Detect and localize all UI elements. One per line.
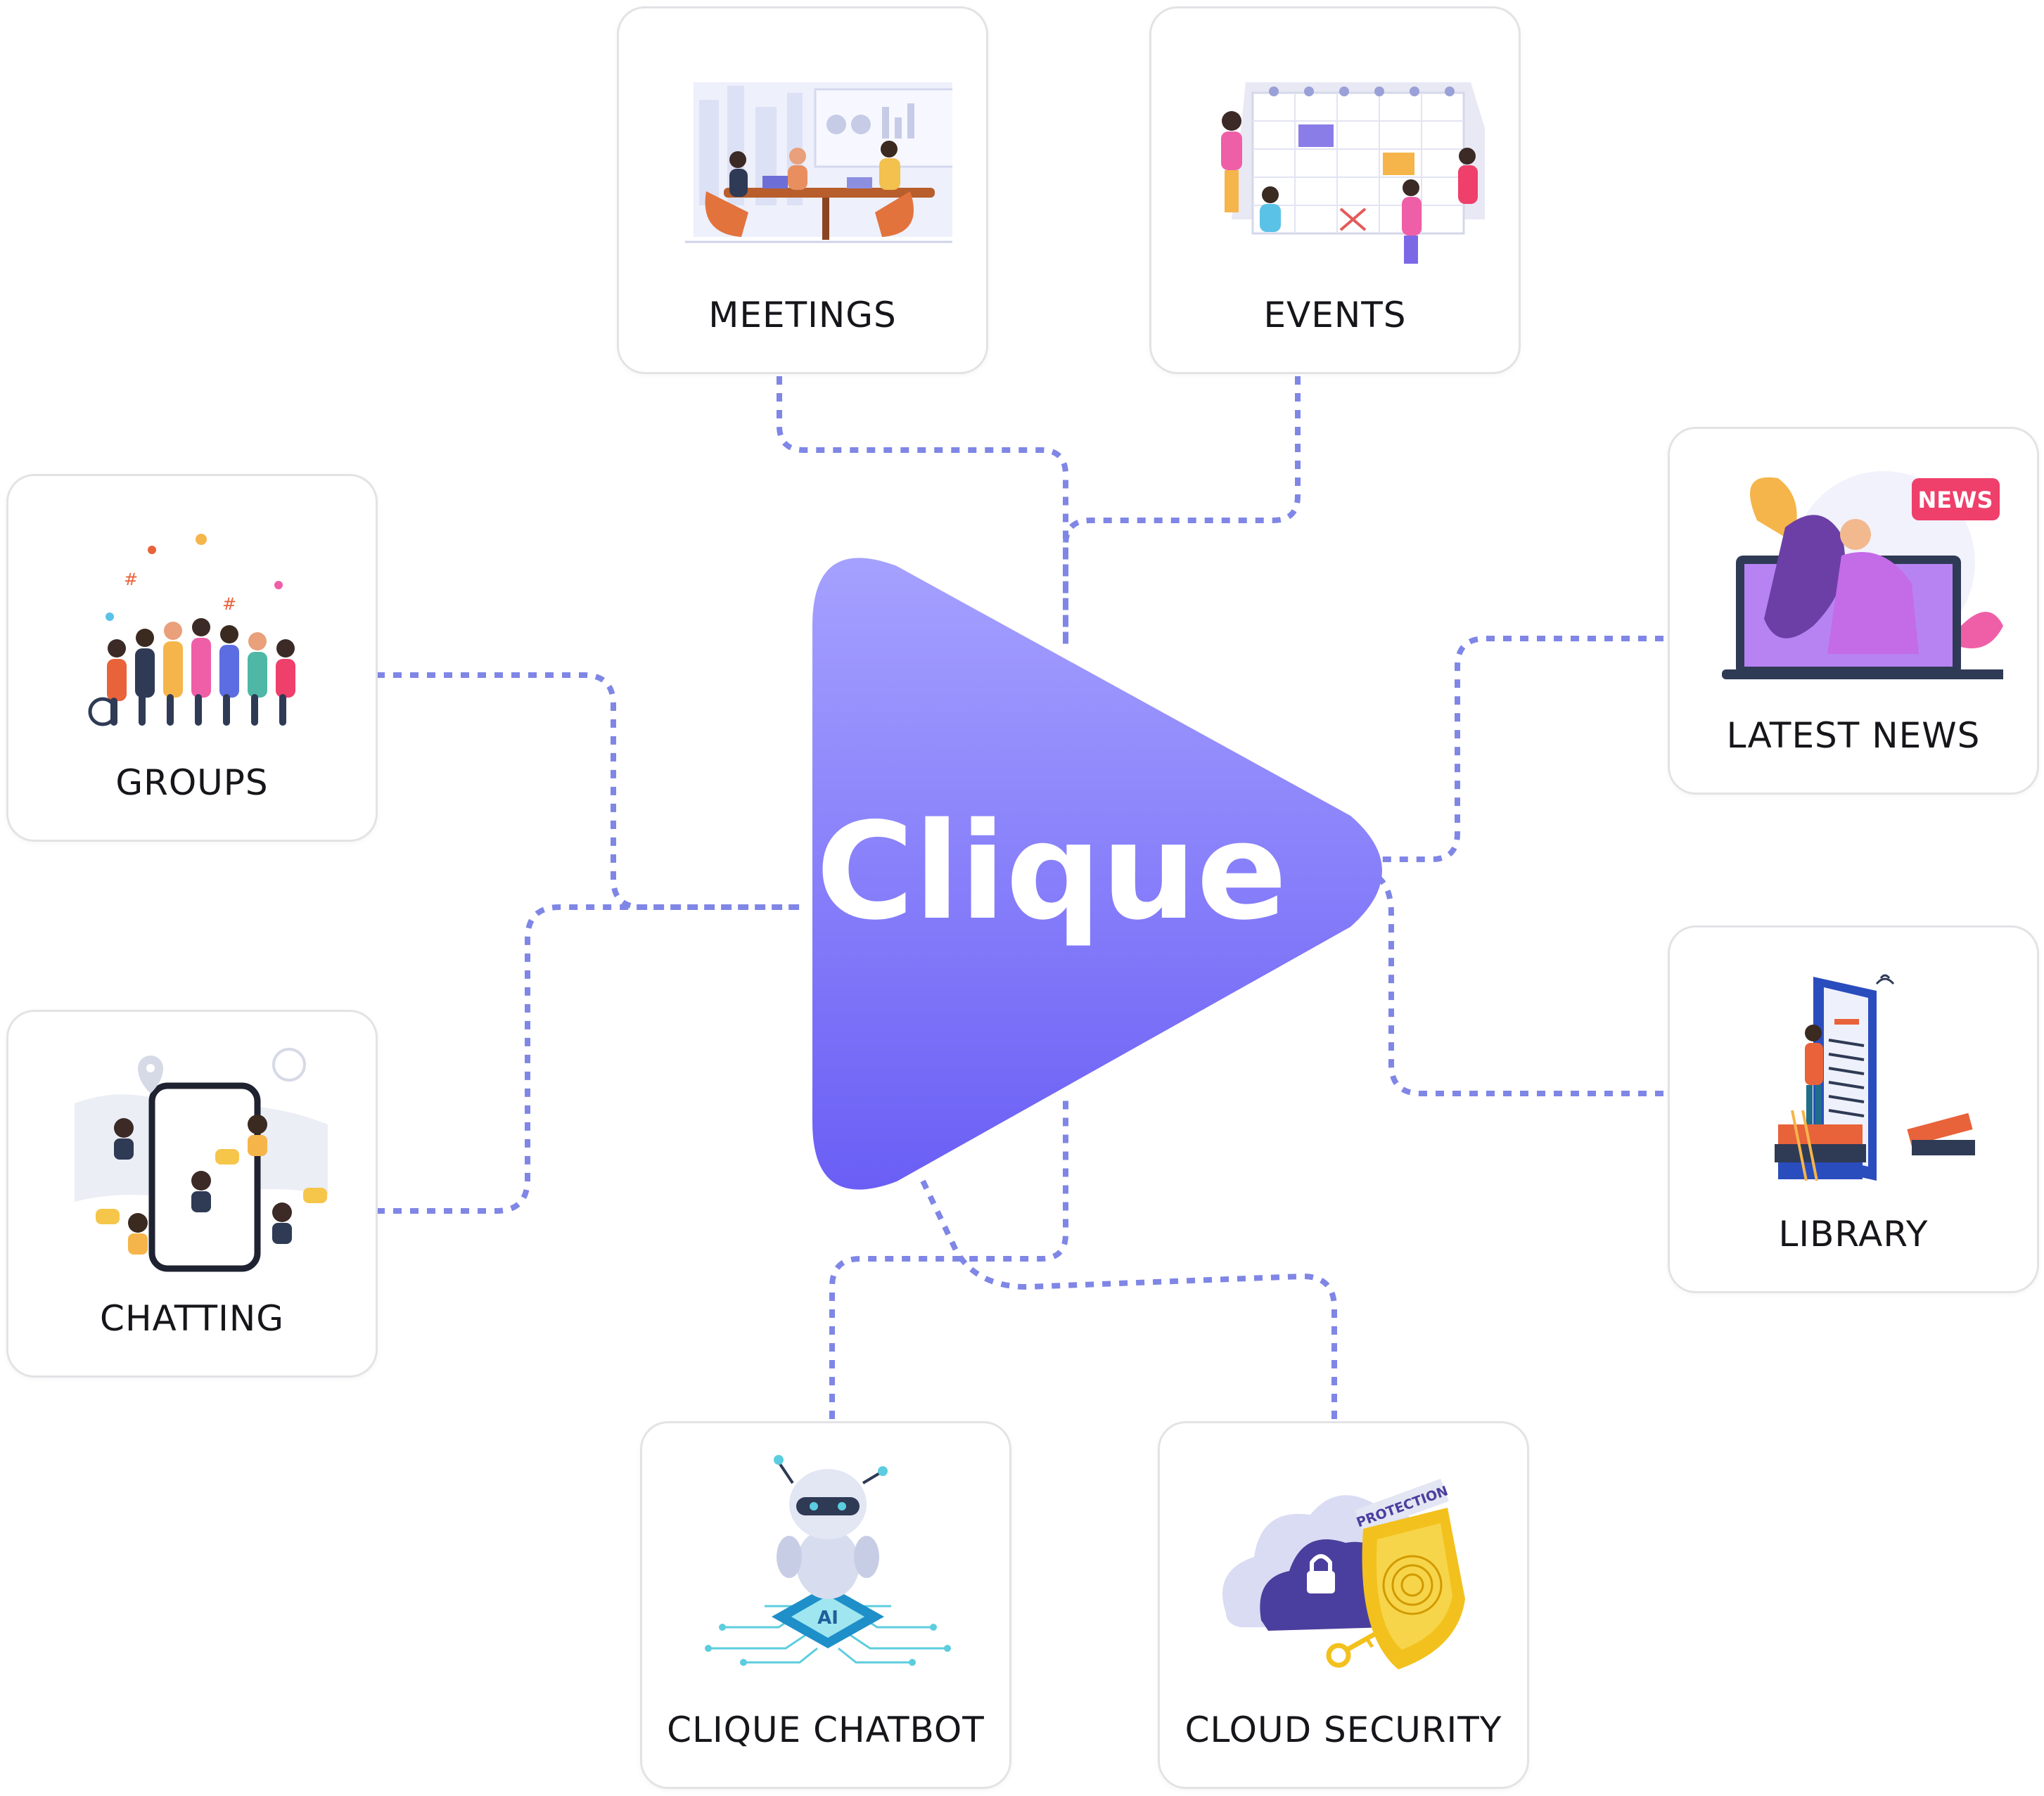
feature-label-library: LIBRARY: [1778, 1214, 1929, 1255]
feature-label-groups: GROUPS: [115, 762, 269, 803]
chip-ai-text: AI: [817, 1608, 838, 1629]
connector-chatbot: [829, 1097, 1068, 1419]
connector-cloud-security: [919, 1176, 1337, 1419]
chat-phone-illustration-icon: [75, 1048, 328, 1272]
news-laptop-illustration-icon: NEWS: [1722, 471, 2003, 679]
svg-text:#: #: [222, 594, 236, 614]
connector-groups: [376, 672, 802, 910]
connector-chatting: [376, 904, 802, 1214]
calendar-illustration-icon: [1221, 82, 1485, 264]
connector-meetings: [777, 376, 1068, 647]
feature-card-cloud-security[interactable]: PROTECTION CLOUD SECURITY: [1158, 1421, 1529, 1789]
feature-label-clique-chatbot: CLIQUE CHATBOT: [667, 1710, 985, 1750]
library-books-illustration-icon: [1775, 974, 1975, 1181]
feature-card-library[interactable]: LIBRARY: [1668, 925, 2039, 1293]
robot-chip-illustration-icon: AI: [705, 1455, 951, 1666]
feature-card-groups[interactable]: ## GROUPS: [6, 474, 378, 842]
connector-latest-news: [1379, 636, 1663, 862]
feature-label-meetings: MEETINGS: [708, 295, 897, 335]
feature-label-chatting: CHATTING: [100, 1298, 284, 1339]
feature-label-cloud-security: CLOUD SECURITY: [1184, 1710, 1502, 1750]
feature-card-latest-news[interactable]: NEWS LATEST NEWS: [1668, 427, 2039, 795]
meetings-illustration-icon: [685, 82, 952, 243]
feature-card-clique-chatbot[interactable]: AI CLIQUE CHATBOT: [640, 1421, 1011, 1789]
feature-label-events: EVENTS: [1263, 295, 1407, 335]
cloud-shield-illustration-icon: PROTECTION: [1222, 1478, 1465, 1669]
connector-library: [1373, 873, 1663, 1096]
feature-label-latest-news: LATEST NEWS: [1726, 715, 1981, 756]
news-badge-text: NEWS: [1918, 487, 1993, 513]
feature-card-events[interactable]: EVENTS: [1149, 6, 1521, 374]
group-people-illustration-icon: ##: [88, 534, 295, 726]
feature-card-meetings[interactable]: MEETINGS: [617, 6, 988, 374]
svg-text:#: #: [124, 570, 138, 589]
feature-card-chatting[interactable]: CHATTING: [6, 1010, 378, 1378]
connector-events: [1063, 376, 1301, 647]
